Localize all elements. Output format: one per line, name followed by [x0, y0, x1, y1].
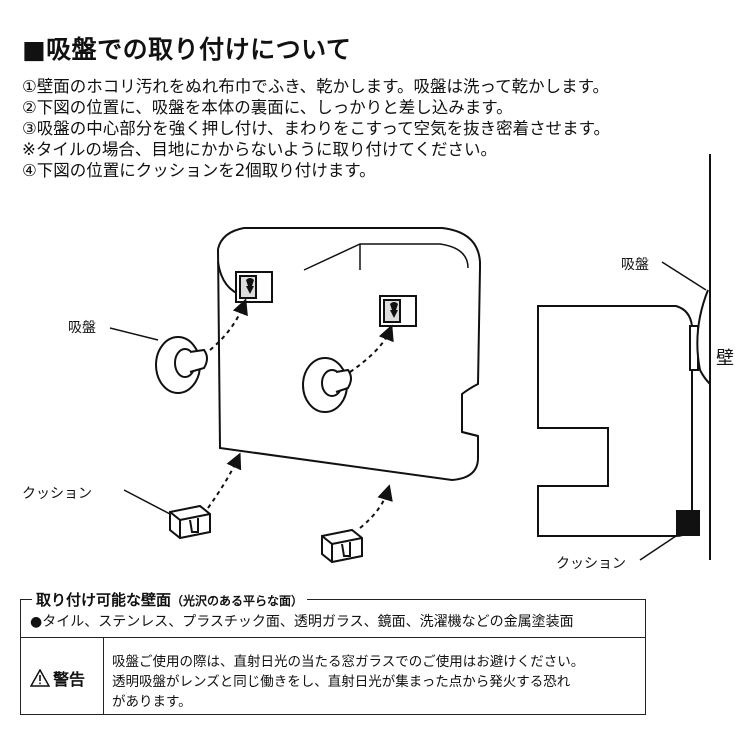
- step-4: ④下図の位置にクッションを2個取り付けます。: [22, 161, 376, 180]
- side-cushion-label: クッション: [556, 556, 626, 572]
- info-box-heading: 取り付け可能な壁面: [36, 591, 172, 609]
- compatible-surfaces: ●タイル、ステンレス、プラスチック面、透明ガラス、鏡面、洗濯機などの金属塗装面: [30, 614, 574, 630]
- step-1: ①壁面のホコリ汚れをぬれ布巾でふき、乾かします。吸盤は洗って乾かします。: [22, 77, 610, 96]
- page-title: ■吸盤での取り付けについて: [22, 35, 352, 64]
- warning-line-2: 透明吸盤がレンズと同じ働きをし、直射日光が集まった点から発火する恐れ: [112, 674, 571, 690]
- product-side-view: [537, 289, 711, 537]
- label-leaders: [109, 261, 707, 561]
- suction-cup-left: [155, 336, 208, 394]
- warning-text: 吸盤ご使用の際は、直射日光の当たる窓ガラスでのご使用はお避けください。 透明吸盤…: [112, 652, 584, 712]
- suction-cup-label: 吸盤: [68, 320, 96, 336]
- hanger-clip-left: [235, 271, 273, 303]
- warning-label-text: 警告: [53, 670, 86, 689]
- cushion-right: [321, 528, 363, 564]
- instruction-steps: ①壁面のホコリ汚れをぬれ布巾でふき、乾かします。吸盤は洗って乾かします。 ②下図…: [22, 76, 610, 181]
- wall-label: 壁: [716, 348, 734, 369]
- warning-triangle-icon: [30, 669, 50, 687]
- warning-line-1: 吸盤ご使用の際は、直射日光の当たる窓ガラスでのご使用はお避けください。: [112, 654, 585, 670]
- installation-diagram: [109, 154, 711, 564]
- suction-cup-center: [302, 357, 352, 413]
- step-2: ②下図の位置に、吸盤を本体の裏面に、しっかりと差し込みます。: [22, 98, 513, 117]
- warning-line-3: があります。: [112, 694, 192, 710]
- info-box-title: 取り付け可能な壁面（光沢のある平らな面）: [32, 589, 308, 610]
- info-box-title-note: （光沢のある平らな面）: [171, 594, 304, 608]
- side-suction-cup-label: 吸盤: [621, 257, 649, 273]
- cushion-label: クッション: [22, 486, 92, 502]
- warning-label: 警告: [30, 666, 85, 690]
- step-3: ③吸盤の中心部分を強く押し付け、まわりをこすって空気を抜き密着させます。: [22, 119, 611, 138]
- warning-column-divider: [103, 637, 104, 715]
- step-note-tile: ※タイルの場合、目地にかからないように取り付けてください。: [22, 140, 498, 159]
- attach-arrows: [207, 298, 394, 529]
- info-box-divider: [20, 637, 646, 638]
- product-front-view: [217, 227, 481, 482]
- wall-surface-info-box: [20, 599, 646, 715]
- hanger-clip-right: [379, 295, 417, 327]
- cushion-left: [169, 504, 211, 540]
